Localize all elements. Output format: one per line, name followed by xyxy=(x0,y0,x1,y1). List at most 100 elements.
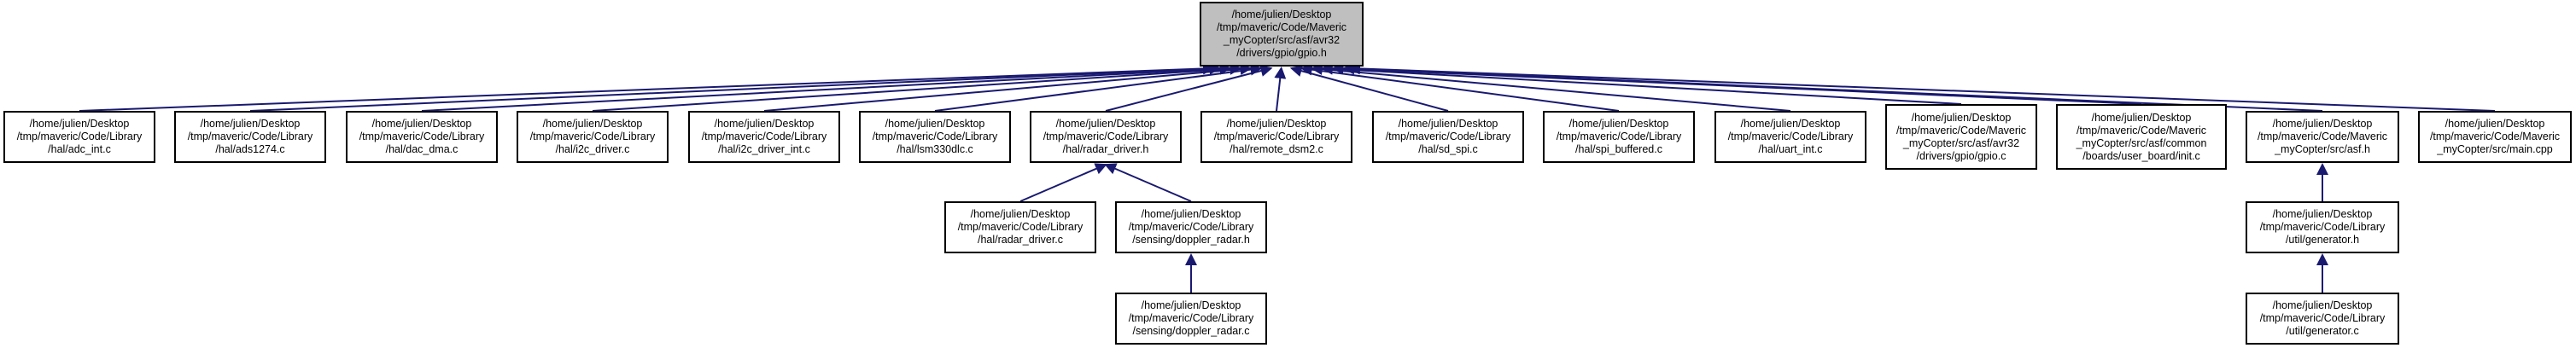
node-label-line: /hal/adc_int.c xyxy=(48,143,111,155)
node-label-line: /tmp/maveric/Code/Library xyxy=(529,130,656,142)
node-label-line: _myCopter/src/asf/common xyxy=(2076,136,2207,149)
node-label-line: /hal/radar_driver.h xyxy=(1062,143,1149,155)
node-label-line: /hal/i2c_driver.c xyxy=(555,143,630,155)
node-label-line: /tmp/maveric/Code/Library xyxy=(187,130,313,142)
node-label-line: /home/julien/Desktop xyxy=(1398,118,1498,130)
node-label-line: /tmp/maveric/Code/Maveric xyxy=(2429,130,2561,142)
node-label-line: /home/julien/Desktop xyxy=(1055,118,1156,130)
node-radar-driver-c[interactable]: /home/julien/Desktop/tmp/maveric/Code/Li… xyxy=(944,201,1096,253)
node-label-line: /tmp/maveric/Code/Library xyxy=(1128,221,1254,233)
node-label-line: /home/julien/Desktop xyxy=(29,118,130,130)
node-label-line: /tmp/maveric/Code/Library xyxy=(359,130,485,142)
node-label-line: _myCopter/src/asf.h xyxy=(2275,143,2370,155)
node-dac-dma[interactable]: /home/julien/Desktop/tmp/maveric/Code/Li… xyxy=(346,111,498,163)
edge-adc-int-to-root xyxy=(79,62,1215,112)
node-label-line: /sensing/doppler_radar.h xyxy=(1132,234,1250,246)
node-label-line: /tmp/maveric/Code/Library xyxy=(701,130,827,142)
node-label-line: /home/julien/Desktop xyxy=(1568,118,1669,130)
node-uart-int[interactable]: /home/julien/Desktop/tmp/maveric/Code/Li… xyxy=(1714,111,1866,163)
edge-gpio-c-to-root xyxy=(1320,62,1962,105)
node-label-line: /home/julien/Desktop xyxy=(542,118,643,130)
node-label-line: /home/julien/Desktop xyxy=(1740,118,1841,130)
node-label-line: /home/julien/Desktop xyxy=(2272,299,2373,311)
node-label-line: /home/julien/Desktop xyxy=(1231,9,1332,20)
node-spi-buffered[interactable]: /home/julien/Desktop/tmp/maveric/Code/Li… xyxy=(1543,111,1695,163)
node-label-line: /hal/lsm330dlc.c xyxy=(897,143,973,155)
edge-ads1274-to-root xyxy=(249,62,1222,112)
node-label-line: /tmp/maveric/Code/Maveric xyxy=(2257,130,2388,142)
edge-remote-dsm2-to-root xyxy=(1274,67,1287,112)
node-i2c-driver-int[interactable]: /home/julien/Desktop/tmp/maveric/Code/Li… xyxy=(688,111,840,163)
edge-uart-int-to-root xyxy=(1310,63,1791,112)
node-label-line: /hal/radar_driver.c xyxy=(977,234,1064,246)
node-label-line: /hal/spi_buffered.c xyxy=(1575,143,1662,155)
node-label-line: /util/generator.h xyxy=(2285,234,2360,246)
node-label-line: _myCopter/src/asf/avr32 xyxy=(1223,34,1341,46)
edge-main-cpp-to-root xyxy=(1348,62,2496,112)
edge-radar-driver-c-to-radar-driver-h xyxy=(1019,163,1107,202)
edge-dac-dma-to-root xyxy=(421,62,1232,112)
node-label-line: /hal/dac_dma.c xyxy=(385,143,459,155)
edge-sd-spi-to-root xyxy=(1289,65,1449,112)
node-generator-c[interactable]: /home/julien/Desktop/tmp/maveric/Code/Li… xyxy=(2246,293,2399,345)
node-adc-int[interactable]: /home/julien/Desktop/tmp/maveric/Code/Li… xyxy=(3,111,155,163)
edge-i2c-driver-to-root xyxy=(592,62,1242,112)
edge-asf-h-to-root xyxy=(1342,62,2323,112)
node-label-line: /sensing/doppler_radar.c xyxy=(1132,325,1250,337)
node-sd-spi[interactable]: /home/julien/Desktop/tmp/maveric/Code/Li… xyxy=(1372,111,1524,163)
node-label-line: /tmp/maveric/Code/Maveric xyxy=(1895,124,2027,136)
node-lsm330dlc[interactable]: /home/julien/Desktop/tmp/maveric/Code/Li… xyxy=(859,111,1011,163)
node-label-line: /hal/uart_int.c xyxy=(1758,143,1823,155)
node-label-line: /tmp/maveric/Code/Library xyxy=(872,130,998,142)
node-main-cpp[interactable]: /home/julien/Desktop/tmp/maveric/Code/Ma… xyxy=(2418,111,2572,163)
node-label-line: /home/julien/Desktop xyxy=(2445,118,2545,130)
node-asf-h[interactable]: /home/julien/Desktop/tmp/maveric/Code/Ma… xyxy=(2246,111,2399,163)
node-label-line: /home/julien/Desktop xyxy=(1141,299,1241,311)
node-label-line: /tmp/maveric/Code/Library xyxy=(2259,312,2386,324)
node-label-line: /tmp/maveric/Code/Library xyxy=(1727,130,1854,142)
node-label-line: /home/julien/Desktop xyxy=(1911,111,2012,124)
node-doppler-radar-c[interactable]: /home/julien/Desktop/tmp/maveric/Code/Li… xyxy=(1115,293,1267,345)
edge-lsm330dlc-to-root xyxy=(934,63,1263,112)
node-user-board-init[interactable]: /home/julien/Desktop/tmp/maveric/Code/Ma… xyxy=(2056,104,2227,170)
node-label-line: /home/julien/Desktop xyxy=(2272,208,2373,220)
node-label-line: /tmp/maveric/Code/Library xyxy=(2259,221,2386,233)
node-remote-dsm2[interactable]: /home/julien/Desktop/tmp/maveric/Code/Li… xyxy=(1200,111,1352,163)
node-label-line: /tmp/maveric/Code/Library xyxy=(1043,130,1169,142)
node-label-line: _myCopter/src/asf/avr32 xyxy=(1902,136,2020,149)
node-generator-h[interactable]: /home/julien/Desktop/tmp/maveric/Code/Li… xyxy=(2246,201,2399,253)
node-label-line: /tmp/maveric/Code/Maveric xyxy=(1216,21,1347,33)
node-label-line: /hal/i2c_driver_int.c xyxy=(718,143,810,155)
node-label-line: /home/julien/Desktop xyxy=(2272,118,2373,130)
node-label-line: /hal/sd_spi.c xyxy=(1418,143,1478,155)
node-label-line: /drivers/gpio/gpio.c xyxy=(1916,149,2006,162)
node-i2c-driver[interactable]: /home/julien/Desktop/tmp/maveric/Code/Li… xyxy=(517,111,669,163)
node-label-line: /tmp/maveric/Code/Library xyxy=(1213,130,1340,142)
edge-radar-driver-h-to-root xyxy=(1105,65,1273,112)
node-label-line: /tmp/maveric/Code/Library xyxy=(1556,130,1682,142)
node-label-line: _myCopter/src/main.cpp xyxy=(2437,143,2553,155)
node-label-line: /tmp/maveric/Code/Library xyxy=(16,130,143,142)
node-label-line: /home/julien/Desktop xyxy=(200,118,301,130)
node-label-line: /drivers/gpio/gpio.h xyxy=(1236,47,1327,59)
node-label-line: /hal/remote_dsm2.c xyxy=(1230,143,1323,155)
node-label-line: /tmp/maveric/Code/Library xyxy=(957,221,1084,233)
node-gpio-c[interactable]: /home/julien/Desktop/tmp/maveric/Code/Ma… xyxy=(1885,104,2037,170)
node-label-line: /home/julien/Desktop xyxy=(1141,208,1241,220)
node-root[interactable]: /home/julien/Desktop/tmp/maveric/Code/Ma… xyxy=(1200,2,1364,67)
node-radar-driver-h[interactable]: /home/julien/Desktop/tmp/maveric/Code/Li… xyxy=(1030,111,1182,163)
node-doppler-radar-h[interactable]: /home/julien/Desktop/tmp/maveric/Code/Li… xyxy=(1115,201,1267,253)
node-label-line: /tmp/maveric/Code/Library xyxy=(1128,312,1254,324)
node-ads1274[interactable]: /home/julien/Desktop/tmp/maveric/Code/Li… xyxy=(174,111,326,163)
edge-doppler-radar-h-to-radar-driver-h xyxy=(1104,163,1192,202)
node-label-line: /home/julien/Desktop xyxy=(371,118,472,130)
node-label-line: /hal/ads1274.c xyxy=(215,143,285,155)
node-label-line: /tmp/maveric/Code/Maveric xyxy=(2076,124,2207,136)
node-label-line: /home/julien/Desktop xyxy=(970,208,1071,220)
node-label-line: /boards/user_board/init.c xyxy=(2082,149,2200,162)
node-label-line: /tmp/maveric/Code/Library xyxy=(1385,130,1511,142)
node-label-line: /home/julien/Desktop xyxy=(714,118,815,130)
node-label-line: /home/julien/Desktop xyxy=(885,118,985,130)
